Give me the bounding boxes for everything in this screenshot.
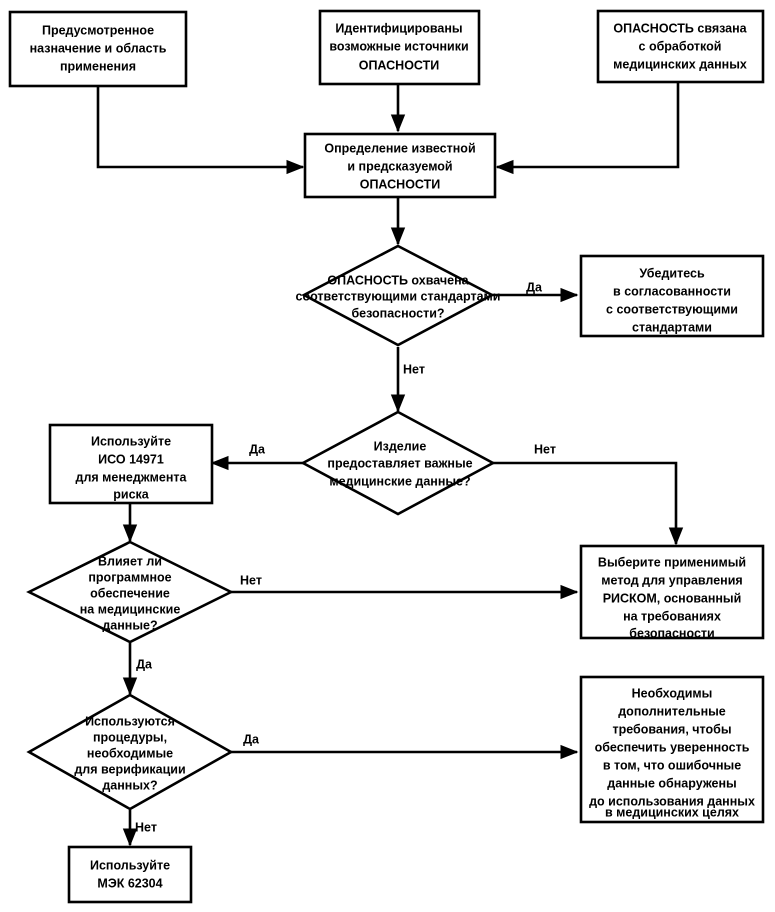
provides-line-2: предоставляет важные: [327, 456, 472, 470]
method-line-1: Выберите применимый: [598, 555, 746, 569]
determine-hazard-line-2: и предсказуемой: [347, 159, 452, 173]
intended-use-box[interactable]: [8, 10, 188, 88]
edge-label-covered-yes: Да: [526, 280, 543, 294]
additional-line-4: обеспечить уверенность: [595, 740, 750, 754]
hazard-sources-line-1: Идентифицированы: [335, 21, 462, 35]
iec-line-1: Используйте: [90, 858, 170, 872]
node-intended-use[interactable]: Предусмотренное назначение и область при…: [8, 10, 188, 88]
edge-label-provides-yes: Да: [249, 442, 266, 456]
edge-medical-hazard-to-determine: [495, 82, 680, 175]
determine-hazard-line-3: ОПАСНОСТИ: [360, 177, 441, 191]
verification-line-2: процедуры,: [93, 730, 167, 744]
intended-use-line-2: назначение и область: [30, 41, 167, 55]
software-line-4: на медицинские: [80, 602, 181, 616]
node-ensure-conformity[interactable]: Убедитесь в согласованности с соответств…: [579, 254, 765, 338]
edge-label-covered-no: Нет: [403, 362, 425, 376]
provides-line-1: Изделие: [374, 439, 427, 453]
additional-line-6: данные обнаружены: [607, 776, 736, 790]
covered-line-3: безопасности?: [351, 306, 444, 320]
hazard-medical-data-box[interactable]: [596, 9, 765, 84]
method-line-4: на требованиях: [623, 609, 721, 623]
software-line-2: программное: [88, 570, 171, 584]
edge-label-software-yes: Да: [136, 657, 153, 671]
intended-use-line-1: Предусмотренное: [42, 23, 154, 37]
edge-provides-no-to-method: [493, 461, 684, 546]
determine-hazard-box[interactable]: [303, 132, 497, 199]
iso-line-1: Используйте: [91, 434, 171, 448]
additional-line-5: в том, что ошибочные: [603, 758, 741, 772]
node-additional-requirements[interactable]: Необходимы дополнительные требования, чт…: [579, 675, 765, 824]
hazard-medical-line-3: медицинских данных: [613, 57, 747, 71]
ensure-line-1: Убедитесь: [639, 266, 705, 280]
provides-line-3: медицинские данные?: [329, 474, 470, 488]
additional-line-7: до использования данных: [589, 794, 755, 808]
iec-line-2: МЭК 62304: [97, 876, 162, 890]
software-affects-data-diamond[interactable]: [26, 540, 234, 644]
node-software-affects-data[interactable]: Влияет ли программное обеспечение на мед…: [26, 540, 234, 644]
verification-line-5: данных?: [102, 778, 157, 792]
node-use-iec-62304[interactable]: Используйте МЭК 62304: [67, 845, 193, 904]
edge-label-verification-yes: Да: [243, 732, 260, 746]
verification-line-4: для верификации: [74, 762, 185, 776]
node-covered-by-standards[interactable]: ОПАСНОСТЬ охвачена соответствующими стан…: [296, 244, 501, 347]
software-line-5: данные?: [102, 618, 157, 632]
hazard-sources-box[interactable]: [318, 9, 481, 86]
use-iso-14971-box[interactable]: [48, 423, 214, 505]
hazard-medical-line-1: ОПАСНОСТЬ связана: [613, 21, 747, 35]
additional-line-1: Необходимы: [632, 686, 713, 700]
node-verification-procedures[interactable]: Используются процедуры, необходимые для …: [26, 693, 234, 811]
iso-line-2: ИСО 14971: [98, 452, 164, 466]
determine-hazard-line-1: Определение известной: [324, 141, 475, 155]
edge-intended-use-to-determine: [96, 86, 305, 175]
ensure-conformity-box[interactable]: [579, 254, 765, 338]
hazard-medical-line-2: с обработкой: [639, 39, 722, 53]
ensure-line-4: стандартами: [632, 320, 712, 334]
method-line-3: РИСКОМ, основанный: [603, 591, 742, 605]
covered-line-2: соответствующими стандартами: [296, 289, 501, 303]
intended-use-line-3: применения: [60, 59, 136, 73]
verification-line-3: необходимые: [87, 746, 173, 760]
covered-line-1: ОПАСНОСТЬ охвачена: [327, 273, 469, 287]
edge-labels: Да Нет Да Нет Нет Да Да Нет: [135, 280, 556, 834]
additional-line-3: требования, чтобы: [612, 722, 731, 736]
software-line-3: обеспечение: [90, 586, 170, 600]
hazard-sources-line-3: ОПАСНОСТИ: [359, 58, 440, 72]
node-use-iso-14971[interactable]: Используйте ИСО 14971 для менеджмента ри…: [48, 423, 214, 505]
covered-by-standards-diamond[interactable]: [301, 244, 495, 347]
verification-line-1: Используются: [85, 714, 175, 728]
additional-requirements-box[interactable]: [579, 675, 765, 824]
edge-label-provides-no: Нет: [534, 442, 556, 456]
node-hazard-medical-data[interactable]: ОПАСНОСТЬ связана с обработкой медицинск…: [596, 9, 765, 84]
ensure-line-3: с соответствующими: [606, 302, 738, 316]
iso-line-4: риска: [113, 487, 150, 501]
edge-label-software-no: Нет: [240, 573, 262, 587]
node-choose-risk-method[interactable]: Выберите применимый метод для управления…: [579, 544, 765, 640]
edge-label-verification-no: Нет: [135, 820, 157, 834]
method-line-2: метод для управления: [601, 573, 742, 587]
node-determine-hazard[interactable]: Определение известной и предсказуемой ОП…: [303, 132, 497, 199]
ensure-line-2: в согласованности: [613, 284, 731, 298]
use-iec-62304-box[interactable]: [67, 845, 193, 904]
node-hazard-sources-identified[interactable]: Идентифицированы возможные источники ОПА…: [318, 9, 481, 86]
choose-risk-method-box[interactable]: [579, 544, 765, 640]
software-line-1: Влияет ли: [98, 554, 162, 568]
provides-important-data-diamond[interactable]: [300, 410, 496, 516]
verification-procedures-diamond[interactable]: [26, 693, 234, 811]
hazard-sources-line-2: возможные источники: [329, 39, 468, 53]
method-line-5: безопасности: [629, 626, 714, 640]
additional-line-2: дополнительные: [618, 704, 726, 718]
iso-line-3: для менеджмента: [76, 470, 188, 484]
node-provides-important-data[interactable]: Изделие предоставляет важные медицинские…: [300, 410, 496, 516]
additional-line-8: в медицинских целях: [605, 805, 739, 819]
connectors: [96, 82, 684, 847]
